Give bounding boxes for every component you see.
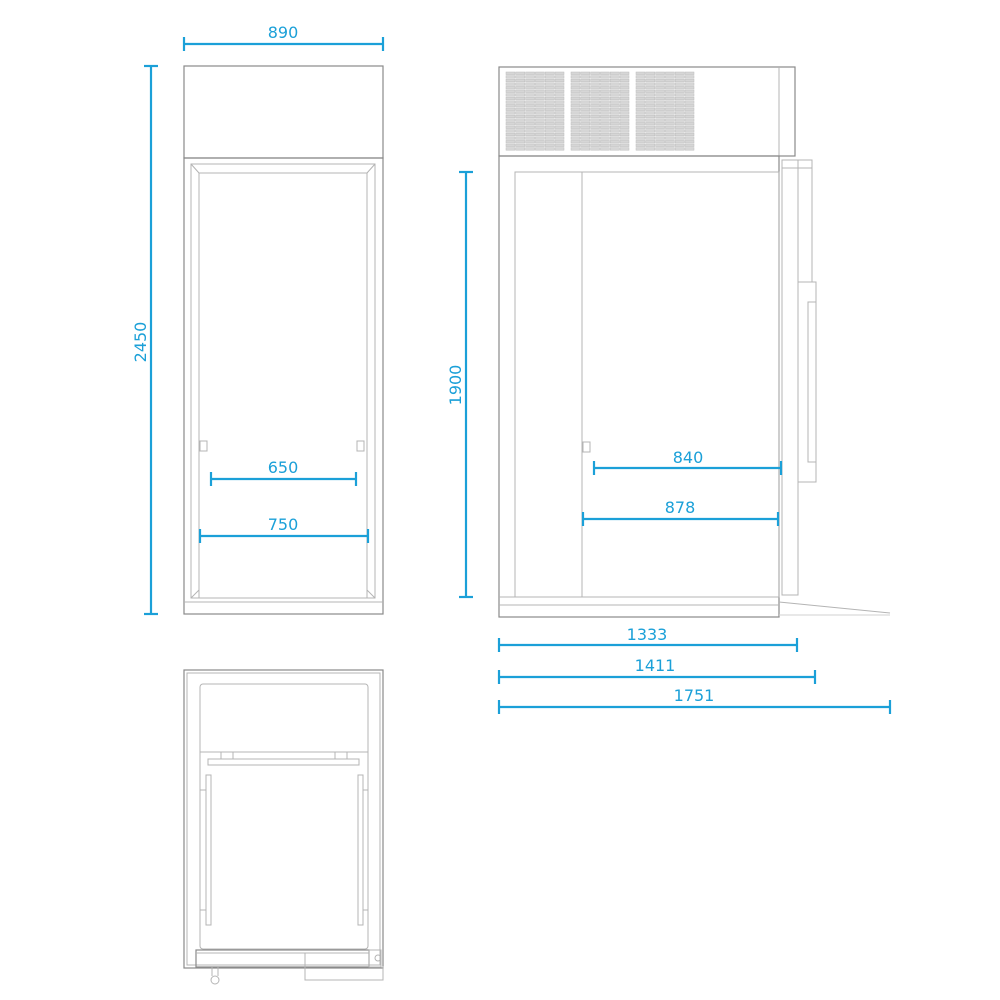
top-view: [183, 669, 384, 985]
dim-door-height: 1900: [446, 170, 473, 599]
dim-label-1751: 1751: [674, 686, 715, 705]
dim-label-1411: 1411: [635, 656, 676, 675]
dim-label-890: 890: [268, 23, 299, 42]
side-door-profile: [781, 159, 799, 596]
ventilation-grille: [505, 71, 695, 151]
dim-inner-depth-a: 840: [592, 448, 783, 475]
dim-door-opening-width: 750: [198, 515, 370, 543]
hinge-right: [356, 440, 365, 452]
hinge-left: [199, 440, 208, 452]
door-stop-icon: [210, 975, 220, 985]
dim-label-1333: 1333: [627, 625, 668, 644]
dim-depth-body: 1333: [497, 625, 799, 652]
side-body-outline: [498, 155, 780, 618]
top-view-outline: [183, 669, 384, 969]
dim-depth-with-ramp: 1751: [497, 686, 892, 714]
dim-inner-depth-b: 878: [581, 498, 780, 526]
top-rail-right: [357, 774, 364, 926]
front-top-unit: [183, 65, 384, 159]
top-view-ramp: [304, 953, 384, 981]
dim-label-878: 878: [665, 498, 696, 517]
side-inner-panel: [514, 171, 780, 598]
side-view: 1900 840 878 1333 1411: [446, 66, 892, 714]
dim-door-clear-width: 650: [209, 458, 358, 486]
ramp: [778, 601, 891, 614]
door-handle-grip: [807, 301, 817, 463]
dim-label-840: 840: [673, 448, 704, 467]
dim-label-750: 750: [268, 515, 299, 534]
front-body-outline: [183, 157, 384, 615]
lock-icon: [374, 954, 382, 962]
dim-depth-with-door: 1411: [497, 656, 817, 684]
front-door-inner: [198, 172, 368, 599]
dim-overall-width: 890: [182, 23, 385, 51]
dim-label-1900: 1900: [446, 365, 465, 406]
dim-overall-height: 2450: [131, 64, 158, 616]
front-view: 890 2450 650 750: [131, 23, 385, 616]
top-view-inner: [199, 683, 369, 950]
side-door-top: [797, 159, 813, 283]
top-rail-left: [205, 774, 212, 926]
door-handle: [797, 281, 817, 483]
dim-label-650: 650: [268, 458, 299, 477]
top-view-bar: [207, 758, 360, 766]
side-hinge: [582, 441, 591, 453]
dim-label-2450: 2450: [131, 322, 150, 363]
